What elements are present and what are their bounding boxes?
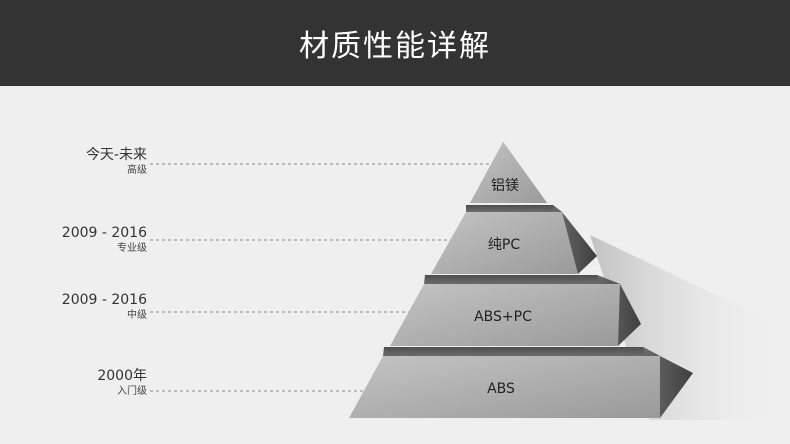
period-label: 2000年 — [97, 368, 147, 384]
grade-label: 高级 — [127, 165, 147, 176]
tier-label: 纯PC — [488, 237, 520, 253]
level-label-3: 2000年 入门级 — [97, 367, 147, 399]
period-label: 2009 - 2016 — [61, 292, 147, 308]
level-label-0: 今天-未来 高级 — [86, 146, 147, 178]
grade-label: 入门级 — [117, 386, 147, 397]
page-title: 材质性能详解 — [299, 29, 491, 64]
period-label: 今天-未来 — [85, 147, 147, 163]
period-label: 2009 - 2016 — [61, 225, 147, 241]
header-bar: 材质性能详解 — [0, 0, 790, 86]
tier-label: ABS — [487, 381, 515, 397]
pyramid-tier-pc — [431, 205, 597, 274]
grade-label: 专业级 — [117, 243, 147, 254]
tier-label: ABS+PC — [474, 309, 532, 325]
pyramid-tier-abs — [349, 347, 693, 418]
grade-label: 中级 — [127, 310, 147, 321]
level-label-1: 2009 - 2016 专业级 — [62, 224, 147, 256]
level-label-2: 2009 - 2016 中级 — [62, 291, 147, 323]
pyramid-tier-al-mg — [470, 142, 547, 203]
pyramid-tier-abs-pc — [390, 275, 641, 346]
tier-label: 铝镁 — [491, 178, 519, 194]
